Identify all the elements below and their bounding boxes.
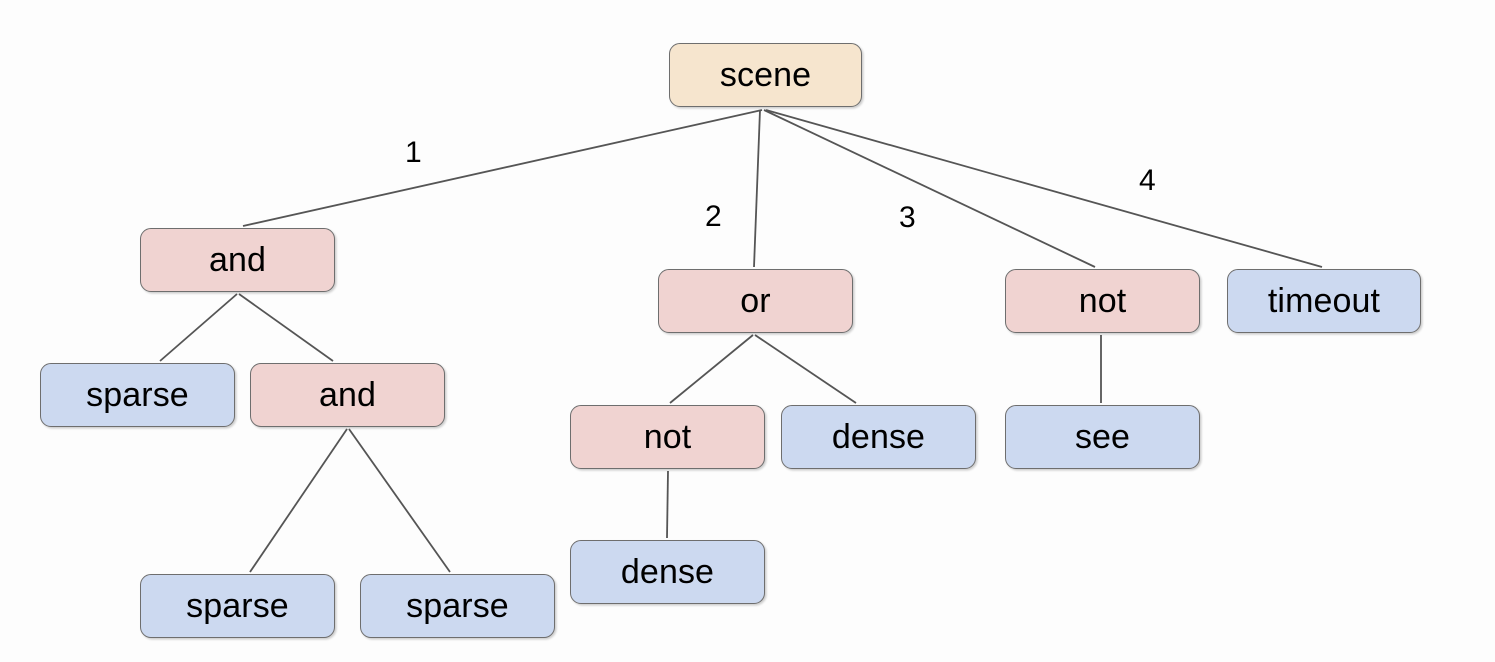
tree-node-sparse2[interactable]: sparse <box>140 574 335 638</box>
edge-index-label: 3 <box>899 201 916 234</box>
tree-node-label: or <box>740 282 771 320</box>
tree-node-label: scene <box>719 56 812 94</box>
edge-index-label: 1 <box>405 136 422 169</box>
tree-node-dense1[interactable]: dense <box>781 405 976 469</box>
tree-node-label: not <box>643 418 692 456</box>
tree-node-scene[interactable]: scene <box>669 43 862 107</box>
tree-edge <box>249 428 348 573</box>
tree-edge <box>238 293 334 362</box>
tree-node-label: dense <box>620 553 715 591</box>
tree-node-sparse3[interactable]: sparse <box>360 574 555 638</box>
tree-node-label: sparse <box>406 587 509 625</box>
tree-node-dense2[interactable]: dense <box>570 540 765 604</box>
tree-edge <box>159 293 238 362</box>
tree-edge <box>763 109 1096 268</box>
tree-node-not2[interactable]: not <box>570 405 765 469</box>
edge-index-label: 4 <box>1139 164 1156 197</box>
tree-edge <box>754 334 857 404</box>
tree-edge <box>765 109 1323 268</box>
tree-node-and1[interactable]: and <box>140 228 335 292</box>
tree-node-label: sparse <box>186 587 289 625</box>
tree-node-label: see <box>1074 418 1131 456</box>
tree-edge <box>242 109 763 227</box>
tree-node-not1[interactable]: not <box>1005 269 1200 333</box>
tree-edge <box>348 428 451 573</box>
tree-node-and2[interactable]: and <box>250 363 445 427</box>
tree-node-label: sparse <box>86 376 189 414</box>
tree-node-label: and <box>318 376 377 414</box>
tree-node-see1[interactable]: see <box>1005 405 1200 469</box>
tree-edge <box>666 470 669 539</box>
tree-node-label: timeout <box>1267 282 1381 320</box>
tree-node-timeout1[interactable]: timeout <box>1227 269 1421 333</box>
tree-node-label: dense <box>831 418 926 456</box>
tree-node-label: and <box>208 241 267 279</box>
tree-node-sparse1[interactable]: sparse <box>40 363 235 427</box>
tree-node-or1[interactable]: or <box>658 269 853 333</box>
tree-node-label: not <box>1078 282 1127 320</box>
edge-index-label: 2 <box>705 200 722 233</box>
tree-edge <box>753 109 761 268</box>
tree-edge <box>669 334 754 404</box>
